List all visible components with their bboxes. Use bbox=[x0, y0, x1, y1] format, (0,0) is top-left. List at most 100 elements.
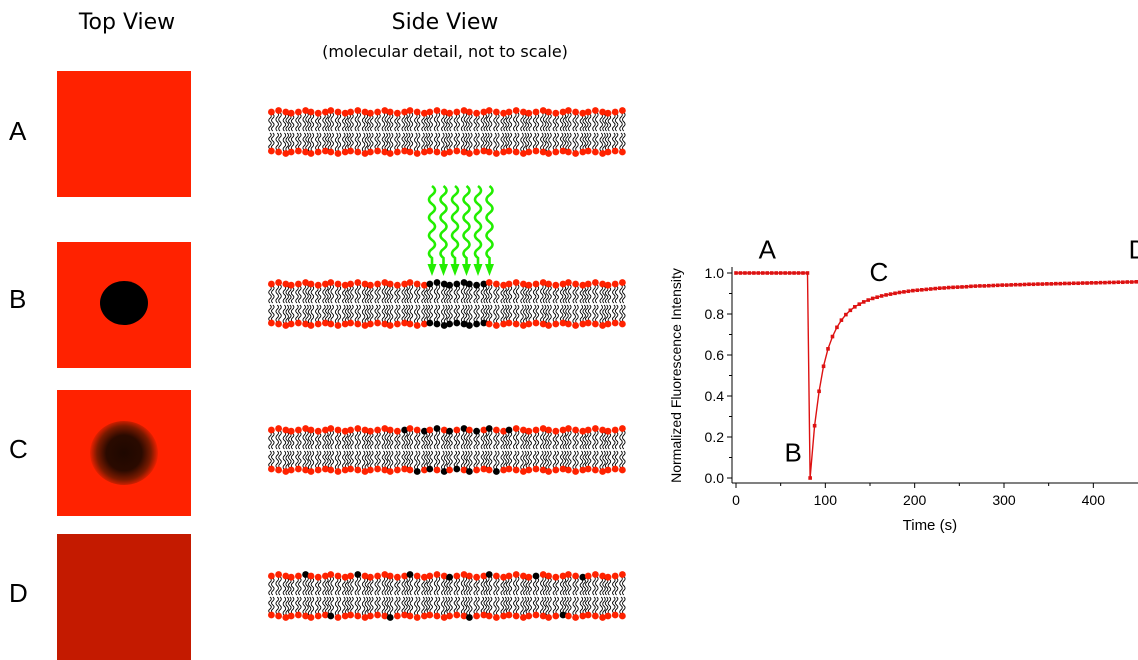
data-point bbox=[924, 287, 929, 292]
data-point bbox=[866, 298, 871, 302]
data-point bbox=[1009, 283, 1013, 287]
membrane-c bbox=[268, 425, 626, 475]
data-point bbox=[835, 325, 839, 330]
data-point bbox=[911, 288, 915, 293]
x-tick-label: 300 bbox=[992, 492, 1016, 508]
data-point bbox=[969, 284, 973, 289]
data-point bbox=[761, 271, 765, 275]
data-point bbox=[808, 476, 812, 480]
data-point bbox=[875, 295, 879, 299]
data-point bbox=[747, 271, 752, 275]
data-point bbox=[1134, 280, 1138, 284]
data-point bbox=[743, 271, 747, 275]
data-point bbox=[897, 290, 902, 295]
phase-annotation-d: D bbox=[1129, 235, 1138, 265]
y-tick-label: 1.0 bbox=[705, 265, 725, 281]
data-point bbox=[1121, 280, 1125, 285]
data-point bbox=[1036, 282, 1040, 286]
data-point bbox=[1027, 282, 1031, 287]
data-point bbox=[1085, 281, 1089, 285]
data-point bbox=[769, 271, 774, 275]
top-view-a bbox=[57, 71, 191, 197]
y-tick-label: 0.4 bbox=[705, 388, 725, 404]
data-point bbox=[920, 288, 924, 292]
data-point bbox=[783, 271, 787, 275]
data-point bbox=[951, 285, 955, 290]
data-point bbox=[839, 318, 844, 322]
phase-annotation-b: B bbox=[785, 438, 802, 468]
data-point bbox=[1076, 281, 1080, 286]
side-view-heading: Side View bbox=[391, 10, 499, 35]
y-tick-label: 0.8 bbox=[705, 306, 725, 322]
data-point bbox=[801, 271, 805, 275]
data-point bbox=[1107, 280, 1112, 285]
bleaching-laser bbox=[427, 184, 494, 276]
x-tick-label: 400 bbox=[1082, 492, 1106, 508]
data-point bbox=[826, 347, 830, 351]
row-label-a: A bbox=[9, 116, 27, 146]
data-point bbox=[902, 290, 906, 294]
data-point bbox=[796, 271, 801, 275]
data-point bbox=[991, 283, 996, 288]
data-point bbox=[937, 286, 942, 290]
data-point bbox=[738, 271, 743, 275]
data-point bbox=[893, 291, 897, 296]
side-view-note: (molecular detail, not to scale) bbox=[322, 42, 568, 61]
top-view-c bbox=[57, 390, 191, 516]
top-view-d bbox=[57, 534, 191, 660]
y-tick-label: 0.2 bbox=[705, 429, 725, 445]
data-point bbox=[955, 285, 960, 289]
x-tick-label: 200 bbox=[903, 492, 927, 508]
data-point bbox=[1112, 280, 1116, 285]
membrane-b bbox=[268, 279, 626, 329]
data-point bbox=[1054, 281, 1058, 286]
data-point bbox=[774, 271, 778, 275]
data-point bbox=[1089, 281, 1094, 285]
data-point bbox=[1062, 281, 1067, 286]
data-point bbox=[978, 284, 982, 288]
membrane-a bbox=[268, 107, 626, 157]
data-point bbox=[821, 364, 826, 369]
phase-annotation-c: C bbox=[870, 257, 889, 287]
data-point bbox=[987, 283, 991, 288]
recovering-spot bbox=[90, 421, 158, 485]
data-point bbox=[933, 286, 938, 291]
data-point bbox=[915, 288, 920, 293]
data-point bbox=[853, 305, 857, 309]
x-tick-label: 100 bbox=[814, 492, 838, 508]
data-point bbox=[861, 300, 866, 304]
data-point bbox=[1018, 282, 1022, 287]
data-point bbox=[830, 334, 835, 339]
data-point bbox=[778, 271, 783, 275]
y-tick-label: 0.6 bbox=[705, 347, 725, 363]
data-point bbox=[906, 289, 911, 294]
data-point bbox=[805, 271, 810, 275]
data-point bbox=[812, 423, 817, 428]
data-point bbox=[1129, 280, 1134, 284]
data-point bbox=[1000, 283, 1005, 287]
data-point bbox=[752, 271, 756, 275]
y-tick-label: 0.0 bbox=[705, 470, 725, 486]
data-point bbox=[1013, 282, 1018, 287]
data-point bbox=[844, 312, 848, 317]
data-point bbox=[870, 296, 875, 301]
data-point bbox=[942, 286, 946, 290]
data-point bbox=[982, 284, 987, 288]
y-axis-title: Normalized Fluorescence Intensity bbox=[668, 268, 684, 483]
data-point bbox=[1116, 280, 1121, 285]
x-tick-label: 0 bbox=[732, 492, 740, 508]
data-point bbox=[995, 283, 1000, 288]
data-point bbox=[1045, 282, 1049, 286]
data-point bbox=[973, 284, 978, 288]
data-point bbox=[817, 389, 821, 394]
row-label-d: D bbox=[9, 578, 28, 608]
data-point bbox=[1031, 282, 1036, 287]
data-point bbox=[765, 271, 770, 275]
row-label-c: C bbox=[9, 434, 28, 464]
data-point bbox=[1103, 280, 1107, 285]
data-point bbox=[1049, 282, 1054, 286]
data-point bbox=[1125, 280, 1130, 284]
x-axis-title: Time (s) bbox=[903, 517, 957, 534]
data-point bbox=[1040, 282, 1045, 286]
